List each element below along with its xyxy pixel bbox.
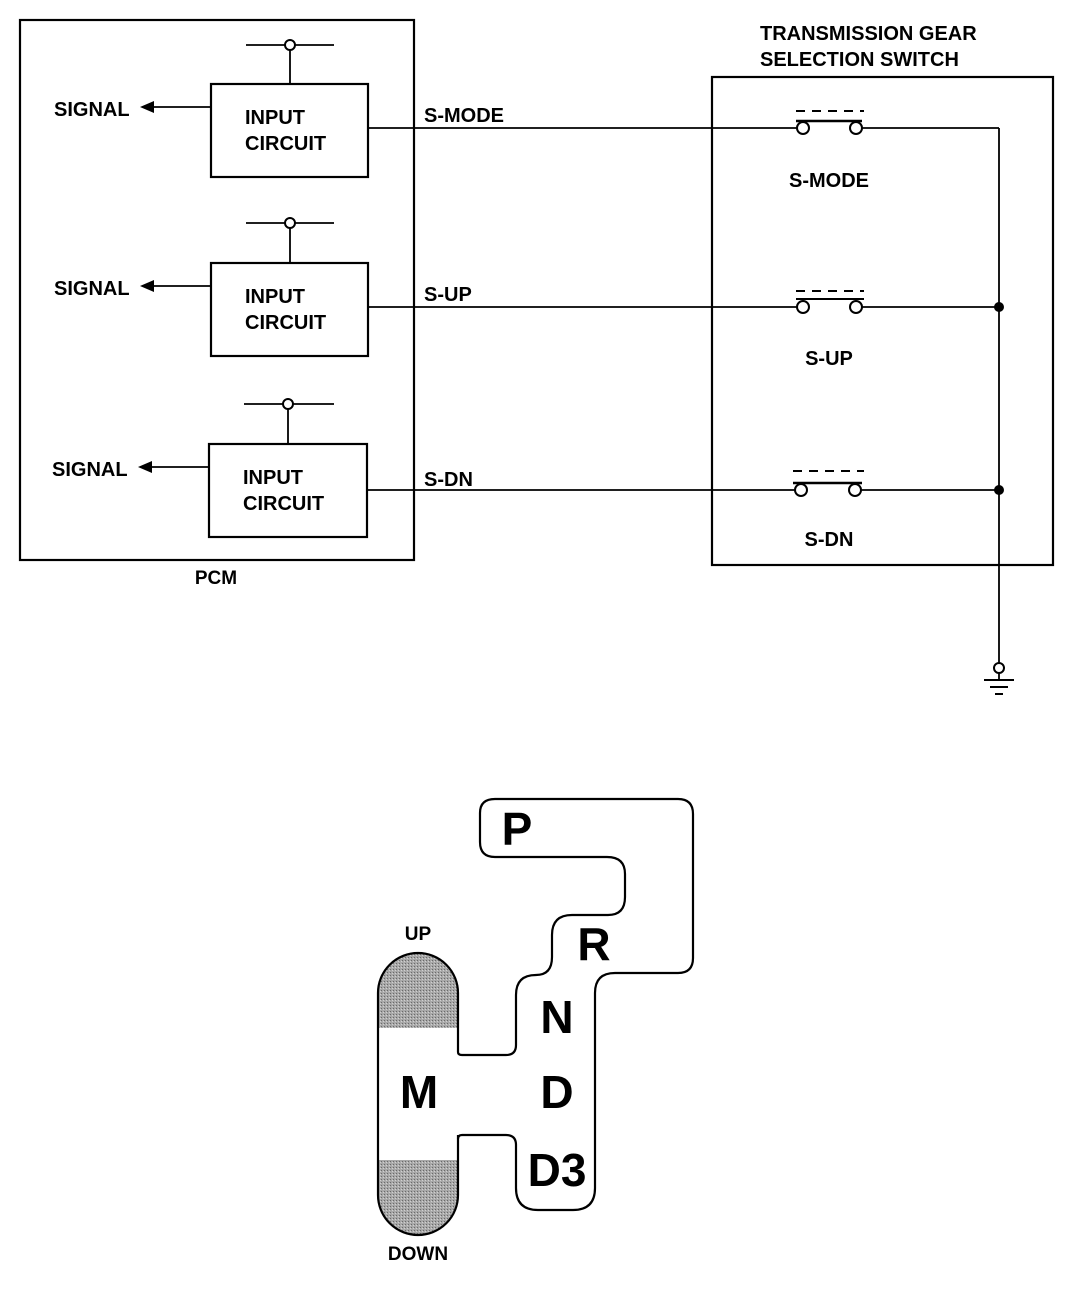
ground-icon [984, 673, 1014, 695]
signal-arrow-icon [140, 101, 154, 113]
switch-contact [849, 300, 863, 314]
down-label: DOWN [388, 1244, 448, 1265]
signal-label: SIGNAL [54, 99, 130, 121]
input-circuit-2: INPUT CIRCUIT SIGNAL [54, 217, 370, 358]
input-circuit-3: INPUT CIRCUIT SIGNAL [52, 398, 369, 539]
signal-arrow-icon [138, 461, 152, 473]
switch-contact [796, 121, 810, 135]
up-label: UP [405, 924, 432, 945]
gear-position-m: M [400, 1066, 438, 1118]
manual-channel [376, 951, 460, 1237]
switch-s-mode: S-MODE [789, 110, 999, 192]
signal-arrow-icon [140, 280, 154, 292]
supply-node [284, 217, 296, 229]
signal-wires: S-MODE S-UP S-DN [367, 105, 797, 491]
ground-node [993, 662, 1005, 674]
input-circuit-box [209, 82, 370, 179]
signal-label: SIGNAL [54, 278, 130, 300]
gear-position-d: D [540, 1066, 573, 1118]
switch-border [710, 75, 1055, 567]
switch-contact [848, 483, 862, 497]
circuit-label-line2: CIRCUIT [245, 133, 326, 155]
switch-title-line2: SELECTION SWITCH [760, 49, 959, 71]
pcm-module: PCM INPUT CIRCUIT SIGNAL INPUT CIRCUIT S… [18, 18, 416, 589]
switch-s-dn: S-DN [793, 470, 1004, 551]
input-circuit-box [207, 442, 369, 539]
circuit-label-line2: CIRCUIT [243, 493, 324, 515]
switch-contact [796, 300, 810, 314]
wire-label-s-dn: S-DN [424, 469, 473, 491]
supply-node [284, 39, 296, 51]
up-zone [378, 953, 458, 1028]
gear-position-r: R [577, 918, 610, 970]
gear-selection-switch: TRANSMISSION GEAR SELECTION SWITCH S-MOD… [710, 23, 1055, 695]
circuit-label-line1: INPUT [245, 286, 305, 308]
pcm-label: PCM [195, 568, 237, 589]
wire-label-s-up: S-UP [424, 284, 472, 306]
down-zone [378, 1160, 458, 1235]
switch-contact [849, 121, 863, 135]
supply-node [282, 398, 294, 410]
switch-contact [794, 483, 808, 497]
circuit-label-line1: INPUT [243, 467, 303, 489]
gear-position-d3: D3 [528, 1144, 587, 1196]
input-circuit-box [209, 261, 370, 358]
wire-label-s-mode: S-MODE [424, 105, 504, 127]
switch-label: S-MODE [789, 170, 869, 192]
circuit-label-line2: CIRCUIT [245, 312, 326, 334]
input-circuit-1: INPUT CIRCUIT SIGNAL [54, 39, 370, 179]
pcm-border [18, 18, 416, 562]
switch-s-up: S-UP [796, 290, 1004, 370]
gate-outline [456, 797, 695, 1212]
switch-label: S-UP [805, 348, 853, 370]
switch-title-line1: TRANSMISSION GEAR [760, 23, 977, 45]
manual-channel-outline [376, 951, 460, 1237]
switch-label: S-DN [805, 529, 854, 551]
circuit-label-line1: INPUT [245, 107, 305, 129]
gear-position-p: P [502, 803, 533, 855]
gear-position-n: N [540, 991, 573, 1043]
signal-label: SIGNAL [52, 459, 128, 481]
shift-gate: P R N D D3 M UP DOWN [376, 797, 695, 1265]
